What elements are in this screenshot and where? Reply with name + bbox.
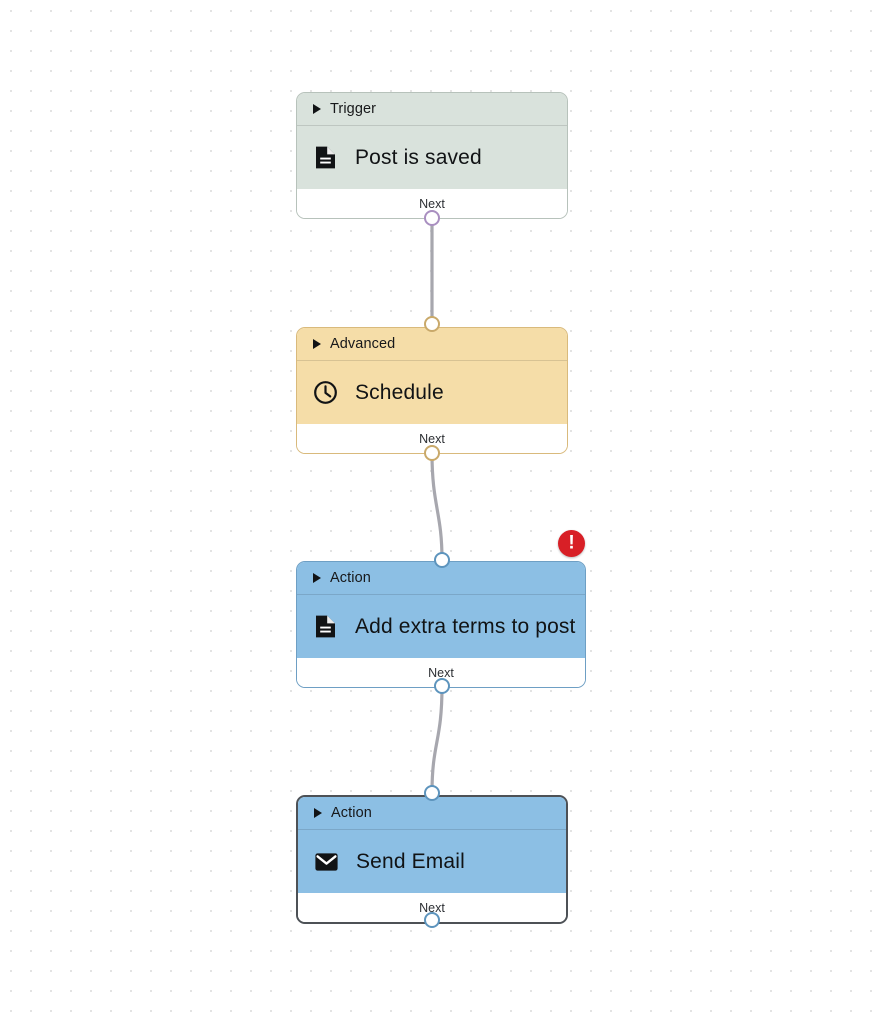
document-icon [313,145,338,170]
node-title: Add extra terms to post [355,614,576,638]
disclosure-triangle-icon[interactable] [313,339,321,349]
document-icon [313,614,338,639]
node-title: Send Email [356,849,465,873]
port-action-send-email-out[interactable] [424,912,440,928]
node-body[interactable]: Send Email [298,830,566,893]
workflow-node-action-send-email[interactable]: Action Send Email Next [296,795,568,924]
error-badge-glyph: ! [568,532,575,554]
next-label: Next [428,665,454,680]
port-action-add-terms-out[interactable] [434,678,450,694]
node-header-trigger[interactable]: Trigger [297,93,567,126]
node-title: Schedule [355,380,444,404]
node-frame: Advanced Schedule Next [296,327,568,454]
edge-action1-to-action2 [430,684,444,795]
port-action-add-terms-in[interactable] [434,552,450,568]
node-body[interactable]: Add extra terms to post [297,595,585,658]
port-trigger-out[interactable] [424,210,440,226]
node-title: Post is saved [355,145,482,169]
node-type-label: Action [331,805,372,821]
node-frame: Trigger Post is saved Next [296,92,568,219]
node-header-advanced[interactable]: Advanced [297,328,567,361]
port-advanced-out[interactable] [424,445,440,461]
next-label: Next [419,900,445,915]
next-label: Next [419,431,445,446]
disclosure-triangle-icon[interactable] [313,104,321,114]
node-frame: Action Send Email Next [296,795,568,924]
node-header-action[interactable]: Action [298,797,566,830]
envelope-icon [314,849,339,874]
next-label: Next [419,196,445,211]
edge-advanced-to-action1 [430,451,444,562]
node-type-label: Trigger [330,101,377,117]
workflow-node-trigger[interactable]: Trigger Post is saved Next [296,92,568,219]
disclosure-triangle-icon[interactable] [314,808,322,818]
port-advanced-in[interactable] [424,316,440,332]
node-type-label: Action [330,570,371,586]
node-type-label: Advanced [330,336,396,352]
node-body[interactable]: Schedule [297,361,567,424]
node-body[interactable]: Post is saved [297,126,567,189]
alert-exclamation-icon[interactable]: ! [558,530,585,557]
node-frame: Action Add extra terms to post Next [296,561,586,688]
port-action-send-email-in[interactable] [424,785,440,801]
workflow-node-action-add-terms[interactable]: Action Add extra terms to post Next [296,561,586,688]
disclosure-triangle-icon[interactable] [313,573,321,583]
workflow-node-advanced[interactable]: Advanced Schedule Next [296,327,568,454]
clock-icon [313,380,338,405]
